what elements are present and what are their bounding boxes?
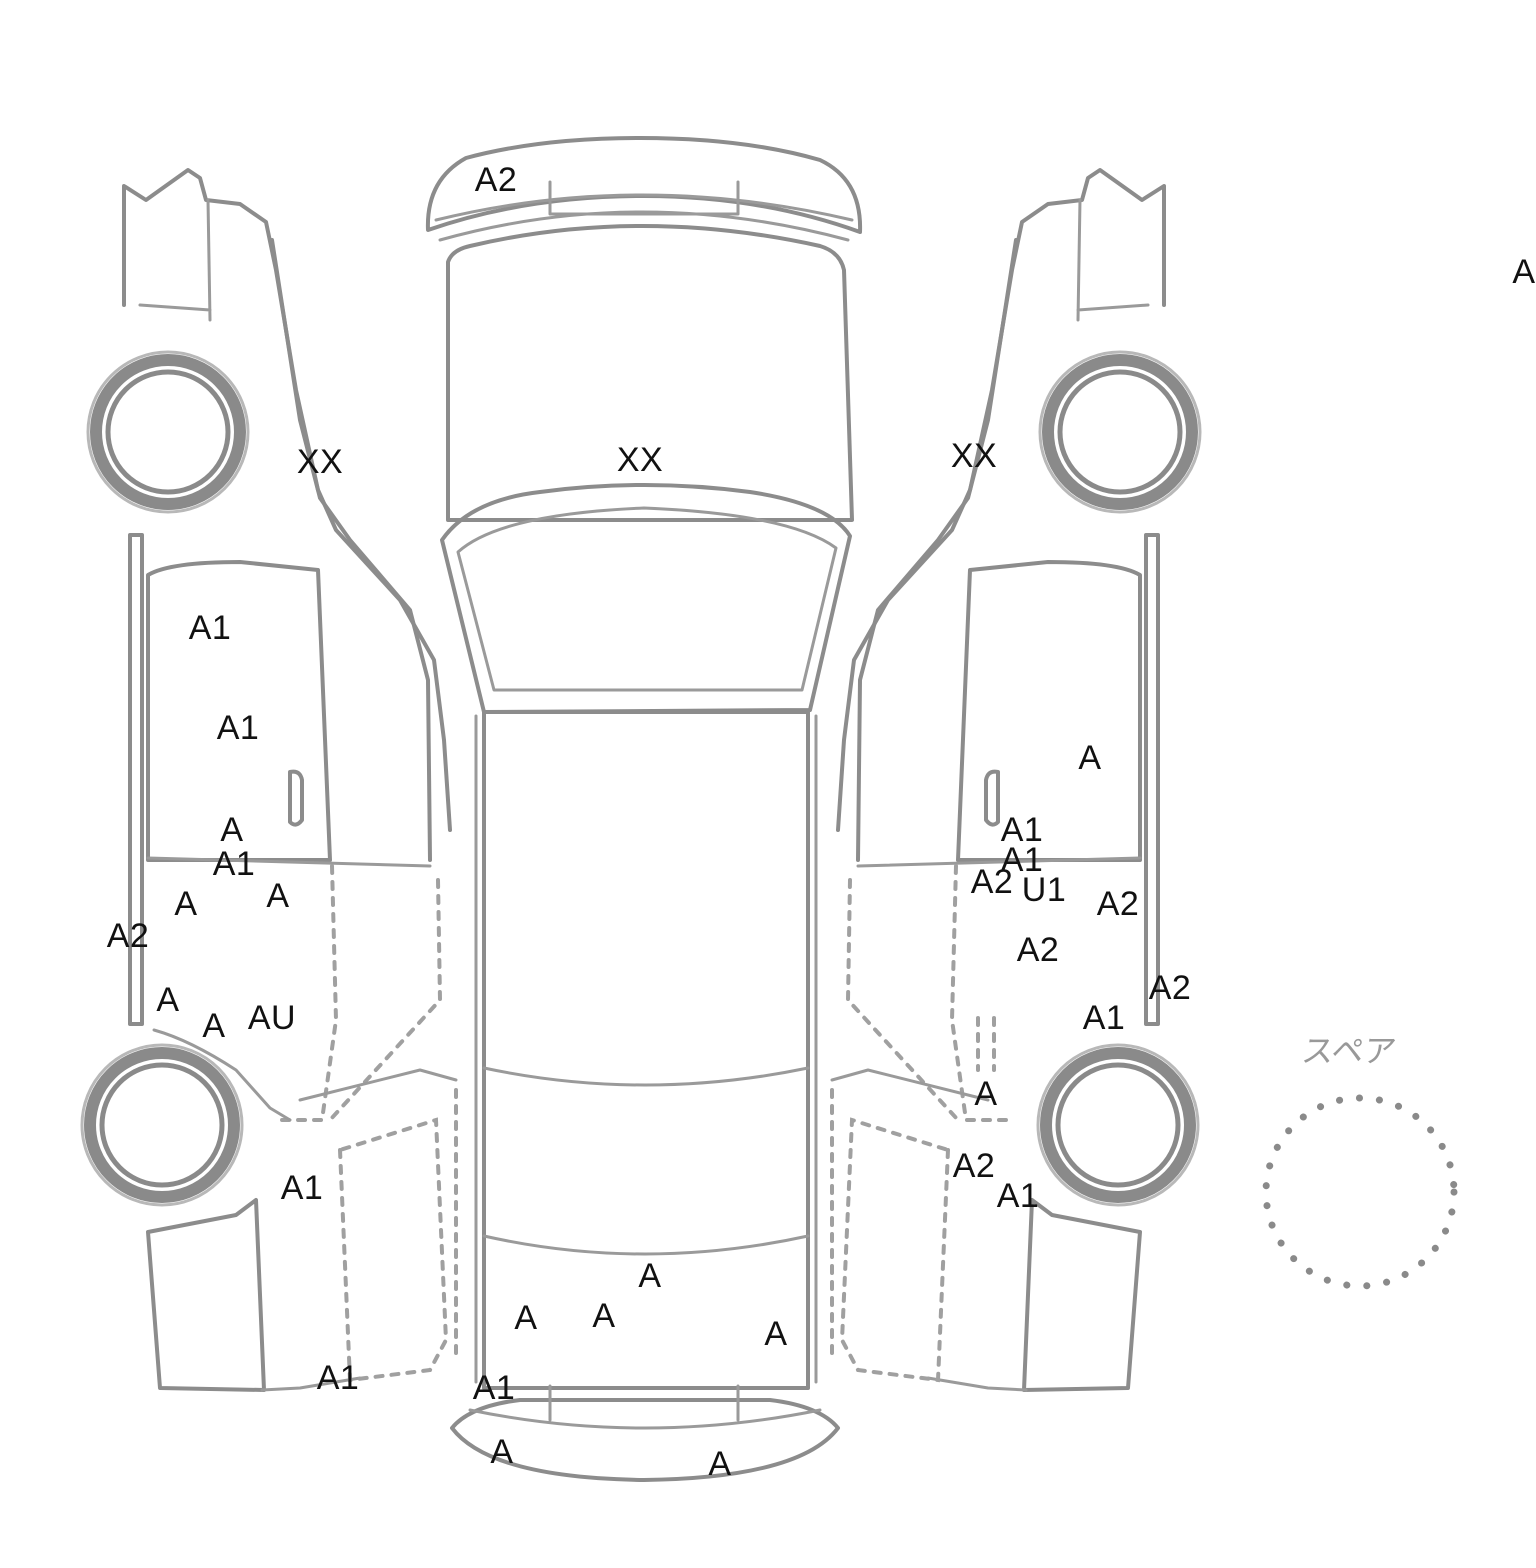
left-mirror-inner [138,198,212,322]
mark-right-11: A2 [952,1147,996,1185]
rear-bumper-inner [468,1384,822,1430]
mark-right-10: A [974,1075,998,1113]
left-side-view [80,168,458,1392]
mark-edge: A [1512,253,1536,291]
mark-rear-3: A [592,1297,616,1335]
front-grille [434,180,854,242]
left-rear-dotted [337,1088,458,1383]
right-door-handle [984,769,1000,827]
mark-left-12: A1 [316,1359,360,1397]
roof-inner [474,714,818,1384]
mark-right-9: A1 [1082,999,1126,1037]
left-front-wheel [86,350,250,514]
left-door-handle [288,769,304,827]
mark-right-6: A2 [1096,885,1140,923]
right-front-wheel [1038,350,1202,514]
mark-left-11: A1 [280,1169,324,1207]
mark-bumper-3: A [708,1445,732,1483]
mark-roof-front: A2 [474,161,518,199]
spare-tire-icon [1262,1094,1458,1290]
right-front-door [956,560,1142,862]
mark-left-8: A [156,981,180,1019]
mark-rear-4: A [764,1315,788,1353]
mark-left-5: A [174,885,198,923]
top-view [425,136,863,1482]
roof-line-2 [482,1234,810,1256]
left-sill [128,533,144,1026]
left-rear-door [278,864,443,1122]
windshield [440,483,852,714]
right-mirror-inner [1076,198,1150,322]
rear-bumper [450,1398,840,1482]
mark-bumper-1: A1 [472,1369,516,1407]
windshield-inner [456,506,838,692]
right-rear-wheel [1036,1043,1200,1207]
mark-rear-2: A [514,1299,538,1337]
left-rear-wheel [80,1043,244,1207]
mark-right-5: U1 [1021,871,1067,909]
right-door-divider [856,856,1142,868]
mark-left-9: A [202,1007,226,1045]
mark-left-7: A2 [106,917,150,955]
right-rear-door [845,864,1010,1122]
right-rear-dotted [830,1088,951,1383]
mark-left-2: A1 [216,709,260,747]
mark-left-6: A [266,877,290,915]
right-rear-quarter [1022,1198,1142,1392]
left-front-door [146,560,332,862]
right-side-view [830,168,1202,1392]
roof-line-1 [482,1066,810,1087]
left-rear-line [260,1068,458,1392]
right-rear-latch [976,1016,996,1072]
right-sill [1144,533,1160,1026]
mark-left-1: A1 [188,609,232,647]
mark-right-12: A1 [996,1177,1040,1215]
mark-hood: XX [616,441,664,479]
mark-right-3: A1 [1000,841,1044,879]
mark-left-4: A1 [212,845,256,883]
mark-right-7: A2 [1016,931,1060,969]
right-pillar [856,238,1018,862]
mark-right-1: A [1078,739,1102,777]
mark-rear-1: A [638,1257,662,1295]
mark-bumper-2: A [490,1433,514,1471]
left-pillar [270,238,432,862]
mark-right-2: A1 [1000,811,1044,849]
mark-right-4: A2 [970,863,1014,901]
left-rear-quarter [146,1198,266,1392]
mark-left-10: AU [247,999,297,1037]
mark-left-fender: XX [296,443,344,481]
mark-right-8: A2 [1148,969,1192,1007]
mark-right-fender: XX [950,437,998,475]
mark-left-3: A [220,811,244,849]
roof [482,710,810,1390]
left-rear-panel [152,1028,292,1122]
hood [446,224,854,522]
right-rear-line [830,1068,1028,1392]
spare-tire-label: スペア [1299,1032,1399,1070]
left-door-divider [146,856,432,868]
